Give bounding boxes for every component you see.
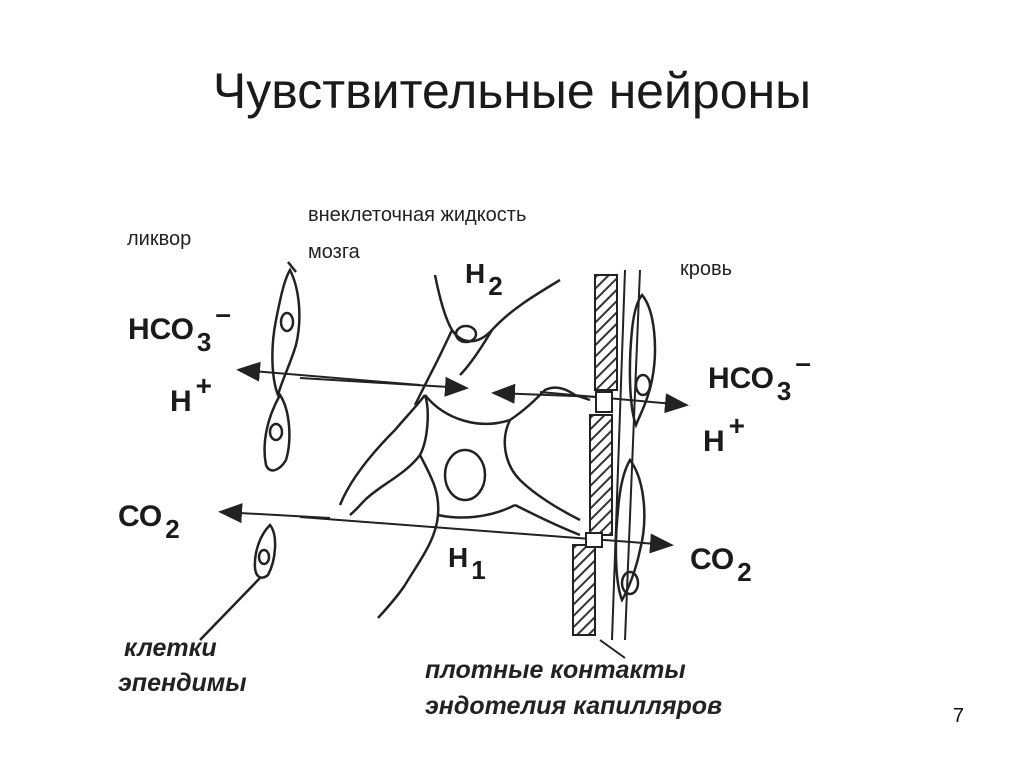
- label-tight-junctions-2: эндотелия капилляров: [425, 692, 723, 720]
- label-extracellular-1: внеклеточная жидкость: [308, 204, 527, 226]
- neuron-h1: [338, 386, 591, 619]
- label-h-plus-right: Н+: [703, 410, 746, 458]
- label-tight-junctions-1: плотные контакты: [425, 656, 686, 684]
- capillary-wall: [572, 269, 641, 641]
- slide-title: Чувствительные нейроны: [212, 63, 812, 119]
- ependymal-cells: [199, 261, 301, 641]
- endothelial-cells: [614, 293, 657, 603]
- neuron-h2: [413, 274, 561, 406]
- page-number: 7: [952, 705, 964, 727]
- label-blood: кровь: [680, 258, 733, 280]
- label-h-plus-left: Н+: [170, 370, 213, 418]
- pointer-lines: [599, 639, 626, 659]
- label-extracellular-2: мозга: [308, 241, 360, 263]
- label-ependyma-2: эпендимы: [118, 669, 247, 697]
- label-liquor: ликвор: [127, 228, 192, 250]
- label-ependyma-1: клетки: [124, 634, 217, 662]
